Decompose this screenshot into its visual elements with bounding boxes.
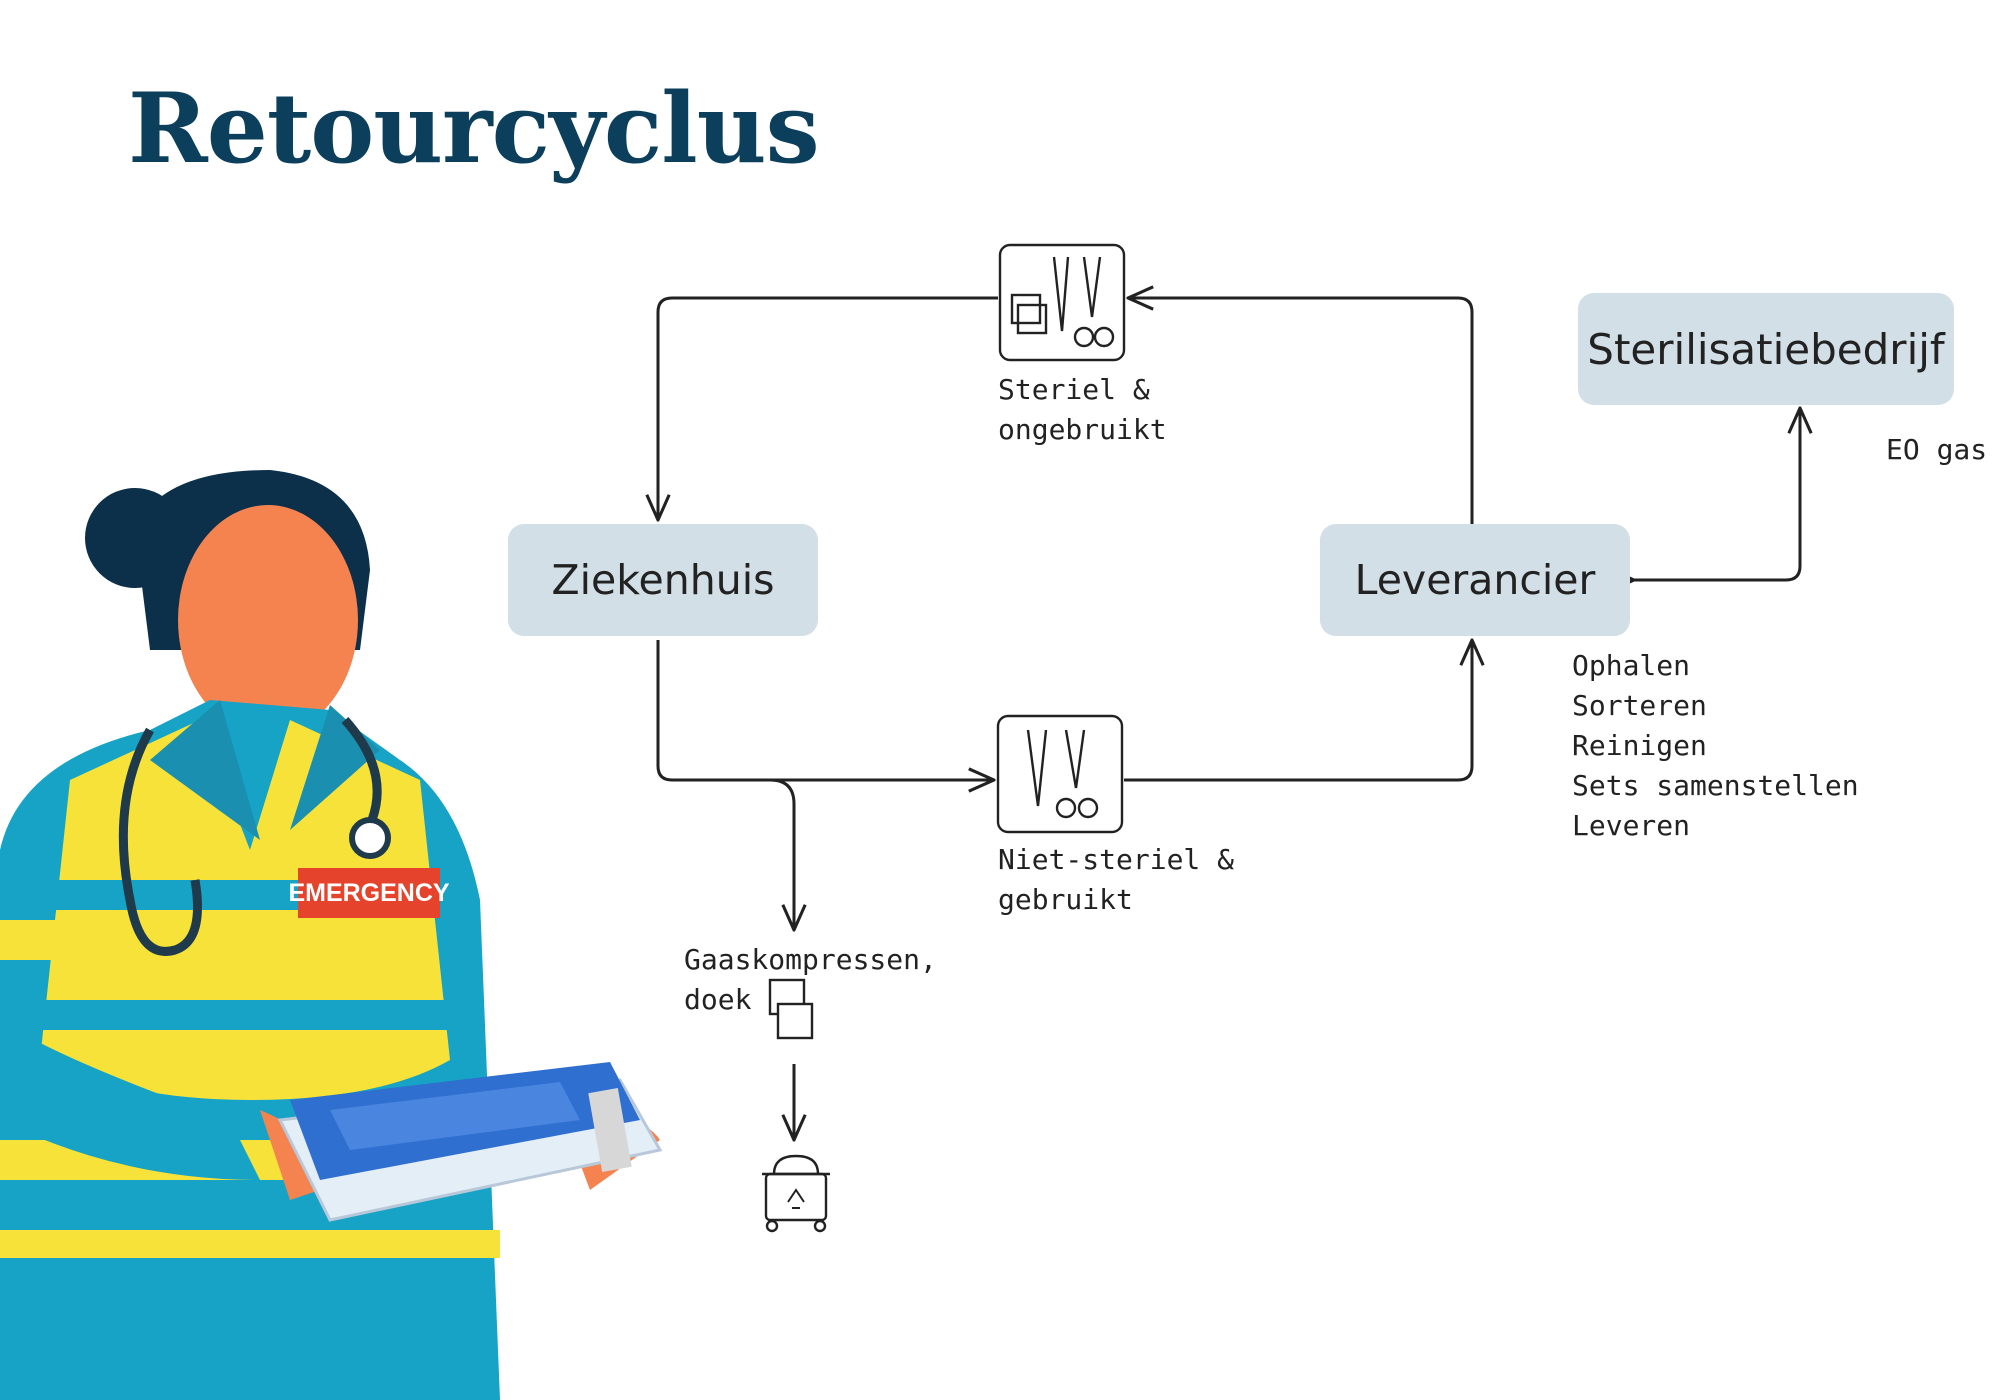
supplier-steps: Ophalen Sorteren Reinigen Sets samenstel… [1572,646,1859,846]
label-sterile-line-2: ongebruikt [998,413,1167,446]
supplier-step: Sorteren [1572,689,1707,722]
label-non-sterile-line-2: gebruikt [998,883,1133,916]
supplier-step: Reinigen [1572,729,1707,762]
label-gauze-line-2: doek [684,983,752,1016]
supplier-step: Sets samenstellen [1572,769,1859,802]
supplier-step: Leveren [1572,809,1691,842]
gauze-icon [768,978,814,1040]
label-non-sterile-line-1: Niet-steriel & [998,843,1235,876]
label-eo-gas: EO gas [1886,433,1988,466]
label-sterile-line-1: Steriel & [998,373,1150,406]
flow-sterile-icon-to-hospital [658,296,998,520]
page-title: Retourcyclus [128,72,820,185]
node-ziekenhuis: Ziekenhuis [508,524,818,636]
flow-branch-to-gauze [769,778,794,930]
recycle-bin-icon [762,1154,830,1233]
label-gauze-line-1: Gaaskompressen, [684,943,937,976]
label-non-sterile: Niet-steriel & gebruikt [998,840,1234,920]
flow-supplier-to-sterile-icon [1128,298,1474,524]
emergency-badge: EMERGENCY [288,878,450,907]
label-gauze: Gaaskompressen, doek [684,940,937,1020]
node-sterilisatiebedrijf: Sterilisatiebedrijf [1578,293,1954,405]
flow-supplier-to-sterilization [1634,408,1800,580]
instruments-with-gauze-icon [998,243,1126,362]
node-leverancier: Leverancier [1320,524,1630,636]
label-sterile: Steriel & ongebruikt [998,370,1167,450]
nurse-illustration [0,470,663,1400]
instruments-icon [996,714,1124,834]
supplier-step: Ophalen [1572,649,1691,682]
flow-nonsterile-icon-to-supplier [1124,640,1472,782]
flow-hospital-to-nonsterile-icon [656,640,994,780]
